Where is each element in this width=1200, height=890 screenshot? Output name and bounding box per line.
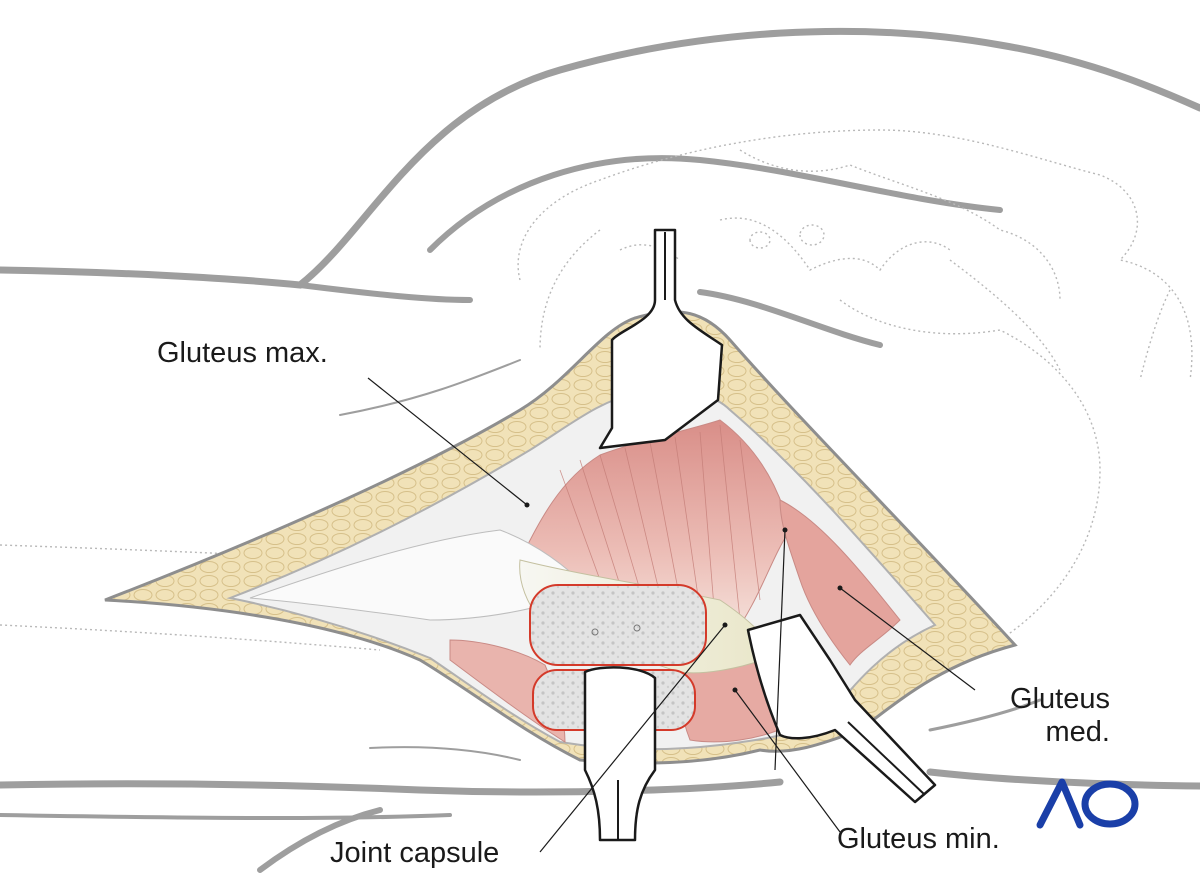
retractor-top bbox=[598, 228, 724, 450]
femoral-neck-cut bbox=[529, 584, 707, 666]
label-joint-capsule: Joint capsule bbox=[330, 837, 500, 869]
retractor-right-handle bbox=[847, 721, 926, 796]
leader-dots bbox=[524, 502, 843, 693]
pelvis-outline-dotted bbox=[0, 129, 1193, 651]
retractor-right bbox=[746, 613, 937, 804]
label-gluteus-med: Gluteus med. bbox=[982, 683, 1110, 750]
label-gluteus-med-line2: med. bbox=[1045, 716, 1110, 749]
bone-marker bbox=[633, 624, 641, 632]
ao-logo bbox=[1036, 778, 1139, 829]
label-gluteus-med-line1: Gluteus bbox=[1010, 683, 1110, 715]
bone-marker bbox=[591, 628, 599, 636]
gluteus-med-muscle bbox=[779, 499, 901, 666]
body-outline bbox=[0, 27, 1200, 873]
label-gluteus-max: Gluteus max. bbox=[157, 337, 328, 369]
muscle-fibers bbox=[559, 424, 761, 621]
label-gluteus-min: Gluteus min. bbox=[837, 823, 1000, 855]
leader-lines bbox=[367, 377, 976, 853]
